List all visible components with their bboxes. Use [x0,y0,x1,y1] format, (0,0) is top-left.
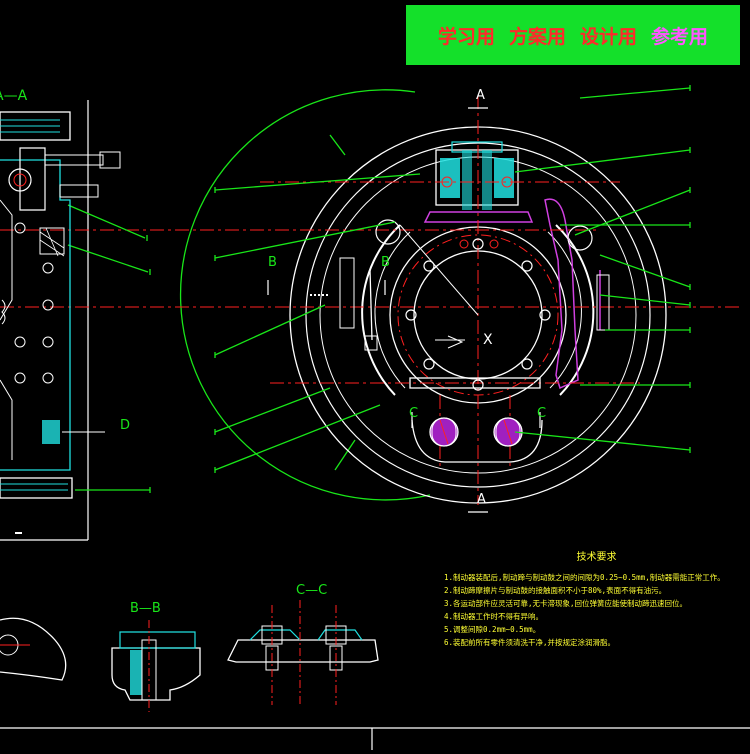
left-brake-shoe [361,224,401,396]
banner-item-reference: 参考用 [651,25,709,48]
usage-banner: 学习用 方案用 设计用 参考用 [406,5,740,65]
label-d: D [120,418,131,433]
leader-ticks [146,85,691,493]
partial-view-bottom-left [0,617,67,681]
outer-dimension-arc [179,89,431,501]
section-markers [267,107,541,513]
label-b-left: B [268,255,277,270]
frame [0,100,750,750]
section-cc-view [227,600,379,705]
note-line-5: 5.调整间隙0.2mm~0.5mm。 [444,625,541,634]
view-title-cc: C—C [296,583,328,598]
note-line-6: 6.装配前所有零件须清洗干净,并按规定涂润滑脂。 [444,638,616,647]
view-title-aa: A—A [0,88,28,104]
label-a-bottom: A [477,492,486,507]
note-line-1: 1.制动器装配后,制动蹄与制动鼓之间的间隙为0.25~0.5mm,制动器需能正常… [444,573,725,582]
purple-lever [544,198,579,390]
view-title-bb: B—B [130,601,161,616]
note-line-2: 2.制动蹄摩擦片与制动鼓的接触面积不小于80%,表面不得有油污。 [444,586,667,595]
banner-item-design: 设计用 [580,25,638,48]
technical-notes: 技术要求 1.制动器装配后,制动蹄与制动鼓之间的间隙为0.25~0.5mm,制动… [444,548,749,649]
right-brake-shoe [555,224,595,396]
section-aa-view [0,111,121,534]
label-c-right: C [537,406,547,421]
label-c-left: C [409,406,419,421]
bolt-holes [405,238,551,391]
label-b-right: B [381,255,390,270]
note-line-4: 4.制动器工作时不得有异响。 [444,612,544,621]
banner-item-study: 学习用 [437,25,495,48]
banner-item-scheme: 方案用 [508,25,566,48]
label-a-top: A [476,88,485,103]
label-x: X [483,332,493,348]
drum-brake-main-view [0,89,740,505]
notes-title: 技术要求 [576,552,617,563]
wheel-cylinder [435,141,519,210]
lower-strut [409,377,541,389]
section-bb-view [111,620,201,712]
note-line-3: 3.各运动部件应灵活可靠,无卡滞现象,回位弹簧应能使制动蹄迅速回位。 [444,599,688,608]
anchor-plate [411,419,543,463]
leader-lines [67,87,691,491]
